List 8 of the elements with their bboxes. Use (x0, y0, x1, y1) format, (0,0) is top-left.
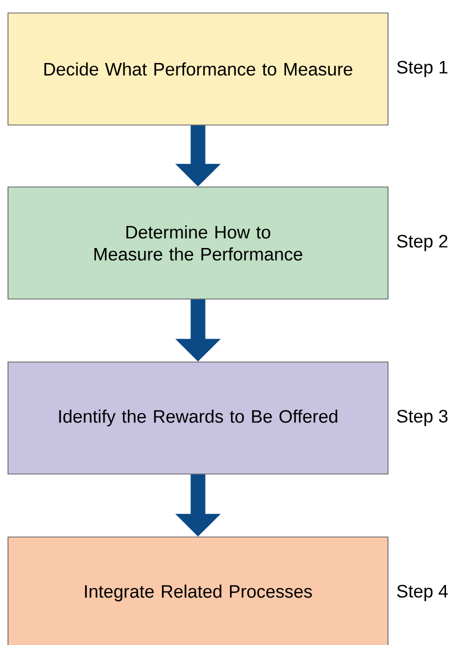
process-box: Integrate Related Processes (8, 536, 388, 645)
step-label: Step 2 (397, 234, 448, 252)
step-label: Step 4 (397, 584, 448, 602)
step-label: Step 1 (397, 60, 448, 78)
process-box: Decide What Performance to Measure (8, 12, 388, 126)
process-box: Identify the Rewards to Be Offered (8, 362, 388, 474)
step-label: Step 3 (397, 410, 448, 426)
process-box: Determine How to Measure the Performance (8, 186, 388, 300)
